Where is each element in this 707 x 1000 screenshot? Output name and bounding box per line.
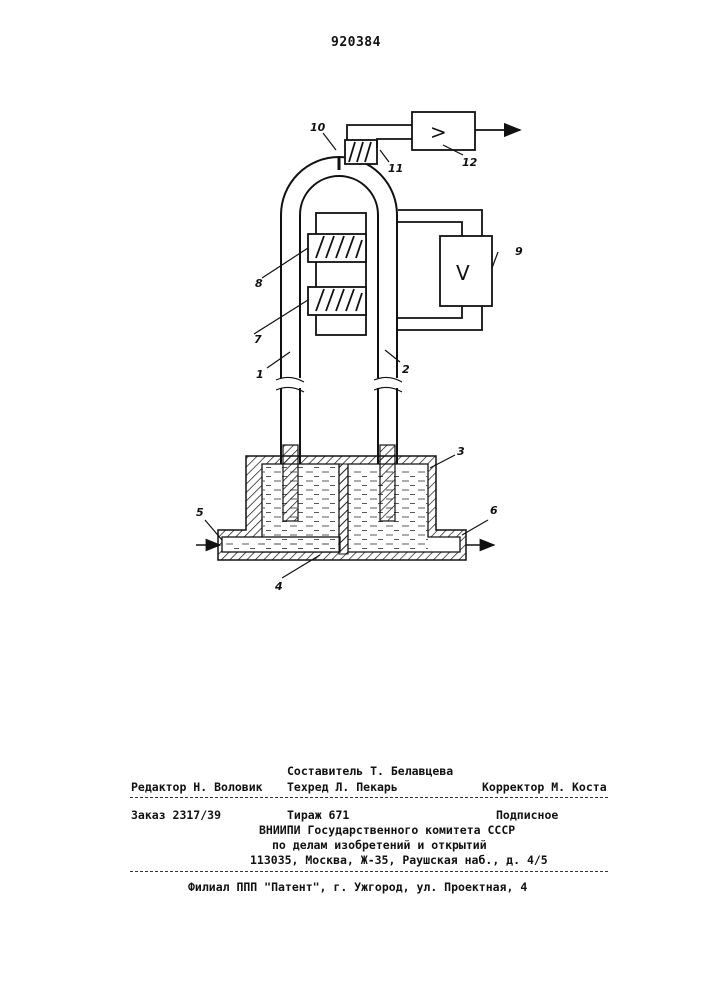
reservoir [196, 445, 494, 560]
imprint-techred: Техред Л. Пекарь [287, 780, 398, 794]
imprint-branch: Филиал ППП "Патент", г. Ужгород, ул. Про… [188, 880, 527, 894]
imprint-org-address: 113035, Москва, Ж-35, Раушская наб., д. … [250, 853, 548, 867]
label-12: 12 [462, 156, 478, 169]
voltmeter-wiring [398, 210, 492, 330]
imprint-corrector: Корректор М. Коста [482, 780, 607, 794]
imprint-subscription: Подписное [496, 808, 558, 822]
divider [130, 797, 608, 798]
label-1: 1 [256, 368, 264, 381]
label-10: 10 [310, 121, 326, 134]
label-11: 11 [388, 162, 403, 175]
label-3: 3 [457, 445, 465, 458]
imprint-org-line2: по делам изобретений и открытий [272, 838, 487, 852]
device-schematic: V > [0, 0, 707, 700]
label-2: 2 [402, 363, 410, 376]
meter-symbol: V [456, 261, 470, 285]
imprint-compiler: Составитель Т. Белавцева [287, 764, 453, 778]
label-8: 8 [255, 277, 263, 290]
coil-block [308, 213, 366, 335]
imprint-editor: Редактор Н. Воловик [131, 780, 263, 794]
imprint-org-line1: ВНИИПИ Государственного комитета СССР [259, 823, 515, 837]
label-9: 9 [515, 245, 523, 258]
label-5: 5 [196, 506, 204, 519]
imprint-order: Заказ 2317/39 [131, 808, 221, 822]
label-7: 7 [254, 333, 262, 346]
divider [130, 871, 608, 872]
label-4: 4 [274, 580, 283, 593]
amplifier-symbol: > [430, 120, 447, 144]
imprint-circulation: Тираж 671 [287, 808, 349, 822]
label-6: 6 [490, 504, 498, 517]
